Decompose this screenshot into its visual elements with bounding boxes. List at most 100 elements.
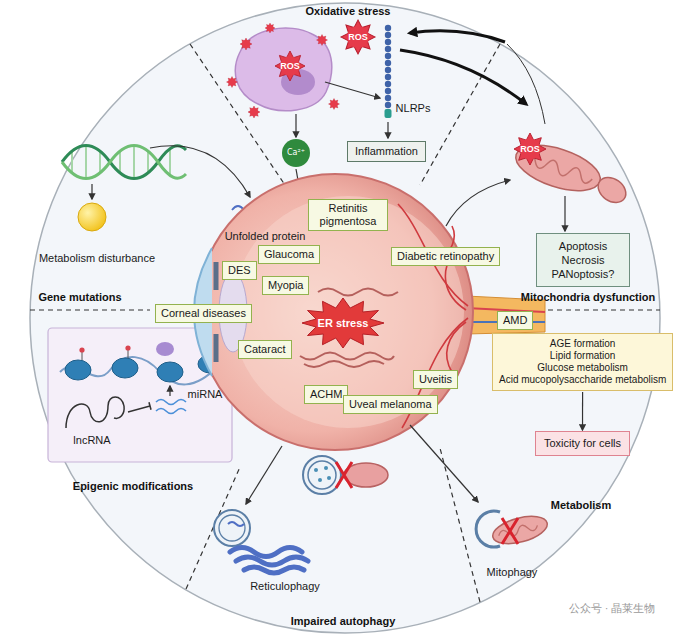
autophagosome — [303, 456, 341, 494]
disease-box: Cataract — [238, 340, 292, 359]
arrow — [246, 446, 282, 504]
node-text: Cataract — [244, 343, 286, 356]
arrow — [564, 196, 565, 231]
process-label: Reticulophagy — [250, 580, 320, 593]
ros-burst — [317, 35, 328, 46]
node-text: AMD — [503, 314, 527, 327]
node-text: Uveitis — [419, 373, 452, 386]
ros-burst — [248, 106, 260, 118]
reader-protein — [156, 342, 174, 356]
ros-burst — [275, 51, 305, 81]
feedback-arrow — [410, 31, 505, 42]
disease-box: Glaucoma — [258, 245, 320, 264]
sector-title: Metabolism — [551, 499, 612, 512]
node-text: PANoptosis? — [545, 267, 621, 281]
mitochondrion — [490, 511, 550, 549]
autophagy-art — [214, 425, 550, 573]
sector-title: Impaired autophagy — [291, 615, 396, 628]
disease-box: AMD — [497, 311, 533, 330]
arrow — [169, 386, 170, 396]
node-text: DES — [228, 264, 251, 277]
outcome-box: Inflammation — [347, 141, 426, 162]
block-cross — [336, 462, 352, 488]
node-text: Diabetic retinopathy — [397, 250, 494, 263]
ros-burst — [329, 99, 340, 110]
ros-label: ROS — [348, 32, 368, 42]
mitochondria-art — [446, 133, 631, 231]
oxidative-stress-art — [227, 20, 546, 186]
histone-mark — [79, 347, 84, 352]
outer-circle — [30, 3, 660, 633]
nucleosome — [157, 362, 183, 382]
arrow — [295, 114, 296, 137]
node-text: Ca²⁺ — [282, 139, 310, 167]
disease-box: Uveitis — [413, 370, 458, 389]
inhibition-line — [128, 406, 150, 412]
cell — [235, 28, 331, 111]
sector-title: Gene mutations — [38, 291, 121, 304]
sector-dividers — [30, 44, 660, 602]
ros-burst — [341, 20, 375, 54]
cargo — [314, 466, 331, 482]
ros-burst — [265, 23, 275, 33]
cristae — [498, 521, 539, 539]
ros-label: ROS — [280, 61, 300, 71]
arrow — [446, 180, 510, 226]
node-text: Uveal melanoma — [349, 398, 432, 411]
disease-box: Uveal melanoma — [343, 395, 438, 414]
ros-burst — [240, 38, 252, 50]
autophagosome-inner — [308, 461, 336, 489]
mitochondrion — [510, 136, 605, 199]
autophagosome — [214, 510, 250, 546]
mitochondrion-fragment — [593, 172, 630, 207]
mirna — [156, 409, 186, 414]
node-text: Apoptosis — [545, 239, 621, 253]
histone-tail — [82, 348, 208, 360]
molecule-label: lncRNA — [73, 434, 110, 447]
star-shape — [302, 298, 384, 348]
node-text: ACHM — [310, 388, 342, 401]
disease-box: Retinitis pigmentosa — [308, 199, 388, 231]
metabolism-box: AGE formationLipid formationGlucose meta… — [492, 333, 673, 391]
node-text: Corneal diseases — [161, 307, 246, 320]
stress-star: ER stress — [301, 297, 385, 349]
disease-box: ACHM — [304, 385, 348, 404]
dna-strand — [62, 146, 186, 179]
node-text: ER stress — [301, 297, 385, 349]
autophagosome-inner — [219, 515, 245, 541]
ion-circle: Ca²⁺ — [282, 139, 310, 167]
lncrna-hairpin — [66, 397, 124, 428]
block-cross — [502, 518, 518, 544]
node-text: AGE formation — [499, 338, 666, 350]
protein-label: NLRPs — [396, 102, 431, 115]
dna-strand — [60, 357, 218, 384]
outcome-box: Toxicity for cells — [535, 431, 630, 456]
effect-label: Metabolism disturbance — [39, 252, 155, 265]
endoplasmic-reticulum — [230, 548, 308, 574]
process-label: Mitophagy — [487, 566, 538, 579]
node-text: Necrosis — [545, 253, 621, 267]
er-membranes — [300, 289, 398, 368]
link-line — [507, 44, 545, 124]
node-text: Glucose metabolism — [499, 362, 666, 374]
divider-line — [440, 448, 480, 602]
ros-burst — [514, 133, 546, 165]
sector-title: Mitochondria dysfunction — [521, 291, 655, 304]
arrow — [325, 82, 380, 98]
ros-label: ROS — [520, 144, 540, 154]
er-fragment — [228, 522, 244, 526]
node-text: Myopia — [268, 279, 303, 292]
histone-mark — [125, 345, 130, 350]
watermark: 公众号 · 晶莱生物 — [569, 602, 656, 615]
divider-line — [548, 309, 660, 310]
mirna — [156, 400, 186, 405]
disease-box: Myopia — [262, 276, 309, 295]
node-text: Toxicity for cells — [544, 437, 621, 450]
node-text: Inflammation — [355, 145, 418, 158]
sector-title: Epigenic modifications — [73, 480, 193, 493]
node-text: Retinitis pigmentosa — [314, 202, 382, 228]
ros-burst — [227, 77, 238, 88]
nlrp-chain — [385, 25, 392, 118]
arrow — [410, 425, 478, 502]
